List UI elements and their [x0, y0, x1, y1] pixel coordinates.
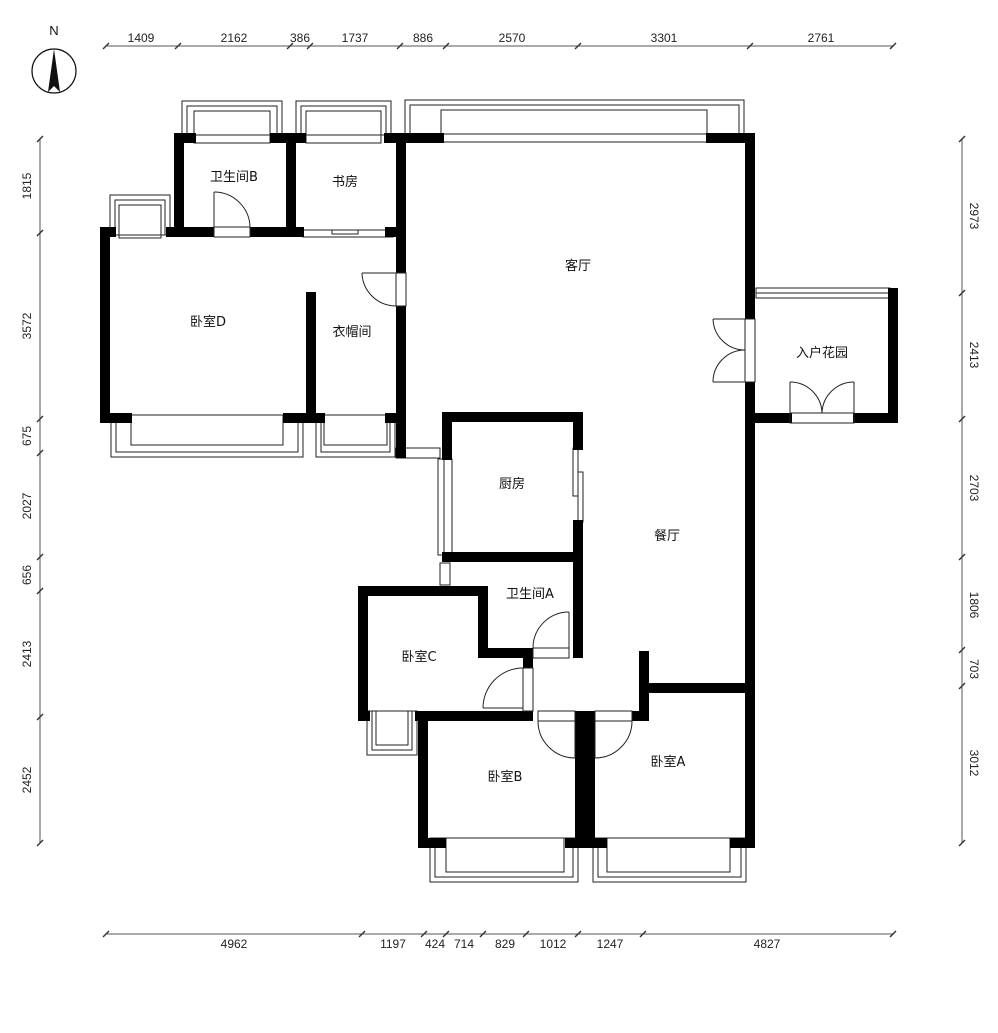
dim-left-tick: [36, 587, 44, 595]
dim-left-tick: [36, 713, 44, 721]
dim-bottom-label: 1197: [380, 937, 406, 951]
dim-top-label: 2162: [221, 31, 248, 45]
dim-top-tick: [102, 42, 110, 50]
dim-left-label: 2413: [20, 640, 34, 667]
dim-left-label: 3572: [20, 312, 34, 339]
dim-top-label: 1409: [128, 31, 155, 45]
dim-left-tick: [36, 449, 44, 457]
dim-bottom-label: 1012: [540, 937, 567, 951]
room-label-bedroom-c: 卧室C: [401, 649, 436, 665]
dim-right-label: 2413: [967, 342, 981, 369]
dim-left-label: 2027: [20, 492, 34, 519]
dim-bottom-tick: [442, 930, 450, 938]
dim-left-label: 675: [20, 426, 34, 446]
room-label-bedroom-b: 卧室B: [488, 769, 523, 785]
dim-right-label: 2703: [967, 475, 981, 502]
dim-top-label: 3301: [651, 31, 678, 45]
dim-bottom-label: 424: [425, 937, 445, 951]
top-dimension-labels: 1409 2162 386 1737 886 2570 3301 2761: [128, 31, 835, 45]
dim-top-tick: [174, 42, 182, 50]
dim-right-tick: [958, 415, 966, 423]
dim-top-tick: [889, 42, 897, 50]
dim-bottom-tick: [889, 930, 897, 938]
dim-left-label: 656: [20, 565, 34, 585]
room-label-kitchen: 厨房: [499, 476, 525, 492]
dim-bottom-tick: [639, 930, 647, 938]
room-label-bathroom-b: 卫生间B: [210, 170, 258, 185]
room-label-dining-room: 餐厅: [654, 528, 680, 544]
dim-right-label: 703: [967, 659, 981, 679]
walls: [100, 133, 898, 848]
dim-left-tick: [36, 415, 44, 423]
dim-bottom-tick: [358, 930, 366, 938]
dim-bottom-label: 1247: [597, 937, 624, 951]
dim-bottom-label: 829: [495, 937, 515, 951]
room-labels: 卫生间B 书房 客厅 卧室D 衣帽间 入户花园 厨房 餐厅 卫生间A 卧室C 卧…: [190, 170, 848, 785]
dim-top-label: 2570: [499, 31, 526, 45]
dim-top-label: 386: [290, 31, 310, 45]
dim-left-label: 1815: [20, 172, 34, 199]
dim-bottom-tick: [479, 930, 487, 938]
dim-right-label: 1806: [967, 592, 981, 619]
dim-left-label: 2452: [20, 766, 34, 793]
dim-left-tick: [36, 839, 44, 847]
dim-bottom-tick: [574, 930, 582, 938]
dim-top-tick: [746, 42, 754, 50]
dim-right-tick: [958, 289, 966, 297]
room-label-study: 书房: [332, 174, 358, 190]
windows: [109, 99, 891, 883]
north-compass-icon: N: [31, 23, 77, 94]
room-label-entry-garden: 入户花园: [796, 345, 848, 361]
dim-bottom-tick: [102, 930, 110, 938]
right-dimension-labels: 2973 2413 2703 1806 703 3012: [967, 203, 981, 777]
dim-top-tick: [442, 42, 450, 50]
left-dimension-labels: 1815 3572 675 2027 656 2413 2452: [20, 172, 34, 793]
dim-right-tick: [958, 646, 966, 654]
dim-bottom-label: 4827: [754, 937, 781, 951]
dim-top-label: 2761: [808, 31, 835, 45]
room-label-bedroom-d: 卧室D: [190, 314, 226, 330]
bottom-dimension-labels: 4962 1197 424 714 829 1012 1247 4827: [221, 937, 781, 951]
dim-top-label: 1737: [342, 31, 369, 45]
dim-top-tick: [306, 42, 314, 50]
room-label-living-room: 客厅: [565, 258, 591, 274]
dim-left-tick: [36, 135, 44, 143]
compass-label: N: [49, 23, 58, 38]
dim-top-tick: [574, 42, 582, 50]
room-label-cloakroom: 衣帽间: [332, 324, 371, 340]
room-label-bathroom-a: 卫生间A: [506, 587, 554, 602]
dim-right-tick: [958, 553, 966, 561]
dim-right-tick: [958, 135, 966, 143]
dim-bottom-label: 4962: [221, 937, 248, 951]
dim-left-tick: [36, 229, 44, 237]
dim-right-label: 2973: [967, 203, 981, 230]
doors: [213, 191, 855, 759]
dim-right-tick: [958, 839, 966, 847]
dim-left-tick: [36, 553, 44, 561]
dim-right-label: 3012: [967, 750, 981, 777]
dimension-ticks: [36, 42, 966, 938]
room-label-bedroom-a: 卧室A: [651, 754, 686, 770]
dim-bottom-tick: [420, 930, 428, 938]
dim-top-label: 886: [413, 31, 433, 45]
dim-right-tick: [958, 682, 966, 690]
dim-top-tick: [396, 42, 404, 50]
dim-bottom-label: 714: [454, 937, 474, 951]
dim-top-tick: [286, 42, 294, 50]
dim-bottom-tick: [522, 930, 530, 938]
